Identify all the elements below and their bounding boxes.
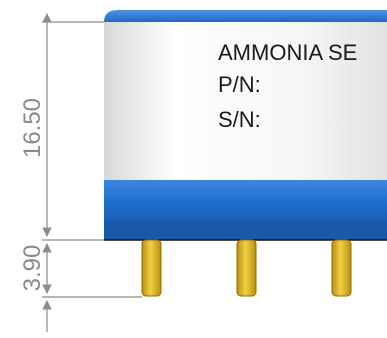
body-height-label: 16.50 — [19, 98, 46, 158]
sensor-body — [104, 10, 387, 241]
top-cap — [104, 10, 387, 22]
label-body — [104, 22, 387, 180]
label-line-3: S/N: — [218, 107, 261, 132]
base-plate — [104, 222, 387, 240]
bottom-band — [104, 180, 387, 222]
label-line-2: P/N: — [218, 72, 261, 97]
pins — [141, 239, 352, 297]
dimension-lines — [42, 13, 142, 332]
pin-2 — [236, 239, 257, 297]
pin-length-label: 3.90 — [19, 245, 46, 292]
pin-3 — [331, 239, 352, 297]
sensor-label: AMMONIA SE P/N: S/N: — [218, 40, 357, 132]
pin-1 — [141, 239, 162, 297]
label-line-1: AMMONIA SE — [218, 40, 357, 65]
